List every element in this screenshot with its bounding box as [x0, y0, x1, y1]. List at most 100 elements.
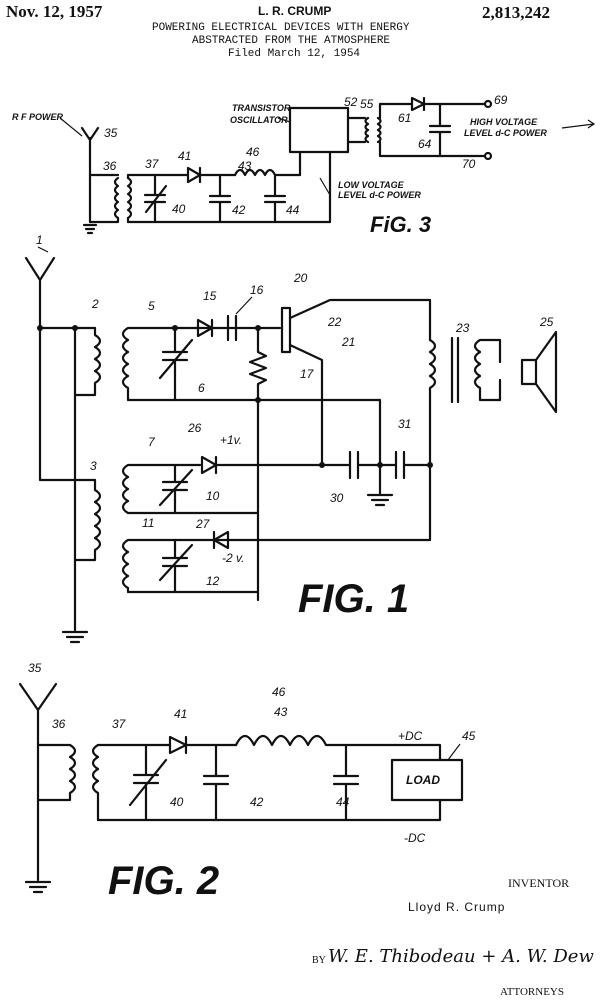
- fig1-ref-2: 2: [91, 297, 99, 311]
- fig3-ref-61: 61: [398, 111, 411, 125]
- fig1-ref-7: 7: [148, 435, 156, 449]
- fig3-terminal-70: [483, 151, 493, 161]
- fig2-capacitor-42: [202, 743, 230, 822]
- fig3-ref-37: 37: [145, 157, 160, 171]
- fig3-diagram: R F POWER 35 36 37 40 41 42: [12, 93, 596, 237]
- fig1-speaker-icon: [520, 330, 558, 414]
- fig1-ref-11: 11: [142, 516, 154, 530]
- fig3-capacitor-42: [208, 173, 232, 224]
- fig3-low-voltage-1: LOW VOLTAGE: [338, 180, 405, 190]
- fig3-oscillator-label-2: OSCILLATOR: [230, 115, 288, 125]
- fig2-ref-40: 40: [170, 795, 184, 809]
- filed-date: Filed March 12, 1954: [228, 48, 361, 60]
- fig1-minus-2v: -2 v.: [222, 551, 244, 565]
- fig1-coil-11: [121, 463, 432, 594]
- fig2-antenna-icon: [18, 682, 58, 747]
- attorneys-label: ATTORNEYS: [500, 986, 564, 998]
- fig3-rf-leader: [59, 117, 83, 137]
- fig3-diode: [158, 166, 237, 184]
- fig2-capacitor-44: [332, 743, 360, 822]
- fig1-ref-6: 6: [198, 381, 205, 395]
- fig3-capacitor-44: [263, 173, 287, 224]
- fig2-minus-dc: -DC: [404, 831, 426, 845]
- fig1-ref-25: 25: [539, 315, 554, 329]
- by-label: BY: [312, 955, 326, 966]
- fig3-oscillator-box: [288, 106, 350, 154]
- fig1-ref-10: 10: [206, 489, 220, 503]
- fig2-ref-41: 41: [174, 707, 187, 721]
- fig1-diode-15: [196, 318, 214, 338]
- inventor-name: Lloyd R. Crump: [408, 900, 505, 914]
- fig3-ref-69: 69: [494, 93, 508, 107]
- fig2-ref-35: 35: [28, 661, 42, 675]
- fig3-ref-70: 70: [462, 157, 476, 171]
- fig1-coil-5: [121, 326, 282, 402]
- fig2-ref-46: 46: [272, 685, 286, 699]
- fig1-transistor: [280, 306, 292, 354]
- fig3-secondary-coil: [126, 176, 133, 220]
- fig3-ref-55: 55: [360, 97, 374, 111]
- footer: INVENTOR Lloyd R. Crump BY W. E. Thibode…: [312, 876, 594, 998]
- fig3-ref-46: 46: [246, 145, 260, 159]
- fig3-ref-52: 52: [344, 95, 358, 109]
- fig1-transformer-primary: [428, 338, 437, 467]
- fig1-ref-15: 15: [203, 289, 217, 303]
- fig2-load-box: [390, 758, 464, 802]
- fig3-ref-64: 64: [418, 137, 432, 151]
- fig3-caption: FiG. 3: [370, 212, 431, 237]
- fig3-variable-capacitor: [143, 173, 168, 224]
- fig1-ref-21: 21: [341, 335, 355, 349]
- fig3-rf-power-label: R F POWER: [12, 112, 63, 122]
- fig2-ground-icon: [24, 880, 52, 894]
- fig1-ref-31: 31: [398, 417, 411, 431]
- fig1-variable-capacitor-6: [158, 326, 194, 402]
- fig3-transformer-secondary: [376, 116, 382, 144]
- fig3-low-voltage-2: LEVEL d-C POWER: [338, 190, 421, 200]
- fig1-ground-icon: [61, 630, 89, 644]
- fig1-diagram: 1 2 3 5 6 15 16: [24, 233, 558, 644]
- fig1-capacitor-16: [226, 314, 238, 342]
- fig1-transformer-secondary: [473, 338, 502, 402]
- fig3-primary-coil: [113, 176, 120, 220]
- fig1-ref-27: 27: [195, 517, 211, 531]
- patent-number: 2,813,242: [482, 3, 550, 22]
- fig3-antenna-icon: [80, 126, 100, 177]
- fig1-antenna-icon: [24, 256, 56, 330]
- fig2-ref-44: 44: [336, 795, 350, 809]
- fig1-capacitors-30-31: [320, 450, 432, 480]
- fig2-ref-43: 43: [274, 705, 288, 719]
- fig1-caption: FIG. 1: [298, 577, 409, 621]
- fig3-capacitor-64: [428, 102, 452, 158]
- fig3-transformer-primary: [364, 116, 370, 144]
- fig3-ref-41: 41: [178, 149, 191, 163]
- fig2-secondary-coil: [91, 743, 100, 822]
- inventor-label: INVENTOR: [508, 876, 569, 890]
- fig3-oscillator-label-1: TRANSISTOR: [232, 103, 291, 113]
- fig1-variable-capacitor-10: [158, 463, 194, 515]
- fig2-variable-capacitor: [128, 743, 168, 822]
- fig2-ref-45: 45: [462, 729, 476, 743]
- fig3-ref-36: 36: [103, 159, 117, 173]
- fig1-ref-22: 22: [327, 315, 342, 329]
- fig3-inductor: [233, 168, 302, 177]
- fig2-load-label: LOAD: [406, 773, 440, 787]
- fig1-ref-23: 23: [455, 321, 470, 335]
- fig1-ref-17: 17: [300, 367, 315, 381]
- fig1-coil-3: [73, 478, 102, 562]
- patent-date: Nov. 12, 1957: [6, 2, 103, 21]
- fig2-inductor: [234, 734, 392, 747]
- fig1-ref-26: 26: [187, 421, 202, 435]
- fig1-ref-30: 30: [330, 491, 344, 505]
- fig2-diagram: 35 36 37 40 41 42 46 43 44 LOAD 45 +DC: [18, 661, 476, 903]
- fig1-resistor: [248, 326, 268, 402]
- fig2-ref-42: 42: [250, 795, 264, 809]
- fig1-diode-27: [212, 530, 230, 550]
- fig3-high-voltage-1: HIGH VOLTAGE: [470, 117, 538, 127]
- attorneys-signature: W. E. Thibodeau + A. W. Dew: [328, 946, 594, 967]
- fig2-caption: FIG. 2: [108, 859, 219, 903]
- inventor-header: L. R. CRUMP: [258, 4, 332, 18]
- fig1-ground-2-icon: [366, 463, 394, 507]
- fig1-ref-5: 5: [148, 299, 155, 313]
